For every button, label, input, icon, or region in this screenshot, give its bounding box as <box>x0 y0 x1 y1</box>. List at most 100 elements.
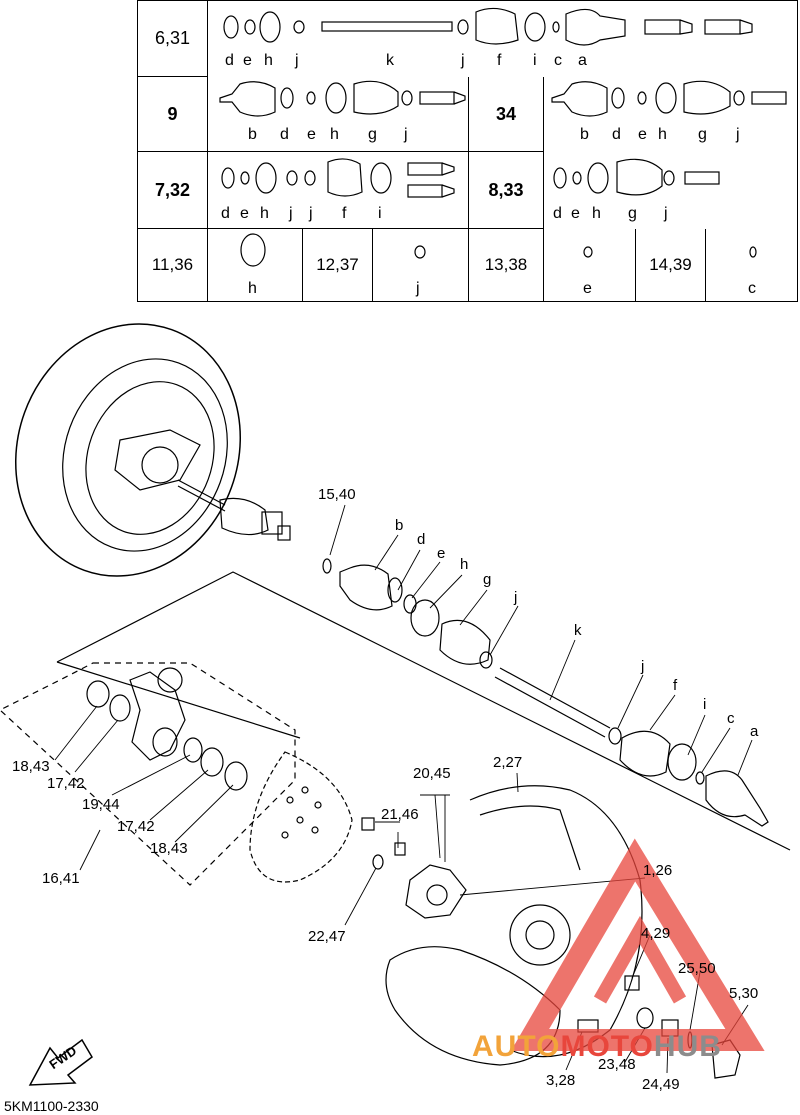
callout-k: k <box>574 622 582 639</box>
legend-letter: d <box>221 205 230 222</box>
callout-24-49: 24,49 <box>642 1076 680 1093</box>
callout-b: b <box>395 517 404 534</box>
callout-a: a <box>750 723 759 740</box>
legend-letter: g <box>368 126 377 143</box>
legend-letter: e <box>307 126 316 143</box>
legend-letter: c <box>748 280 756 297</box>
watermark-auto: AUTO <box>472 1030 561 1063</box>
automotohub-watermark-logo <box>510 838 765 1051</box>
callout-17-42: 17,42 <box>47 775 85 792</box>
legend-qty-8-33: 8,33 <box>469 152 544 229</box>
legend-qty-13-38: 13,38 <box>469 229 544 302</box>
callout-d: d <box>417 531 426 548</box>
fwd-arrow <box>28 1038 93 1086</box>
legend-letter: f <box>497 52 502 69</box>
callout-16-41: 16,41 <box>42 870 80 887</box>
automotohub-watermark: AUTOMOTOHUB <box>472 1030 722 1064</box>
legend-row4-circlip-e <box>583 246 593 258</box>
legend-letter: j <box>416 280 420 297</box>
legend-letter: h <box>264 52 273 69</box>
legend-letter: j <box>404 126 408 143</box>
front-tire-assembly <box>14 323 291 577</box>
brake-disc <box>249 751 353 883</box>
legend-row4-clamp-h <box>240 233 266 267</box>
legend-letter: d <box>553 205 562 222</box>
legend-qty-9: 9 <box>138 77 208 152</box>
legend-letter: b <box>248 126 257 143</box>
callout-c: c <box>727 710 735 727</box>
legend-letter: e <box>240 205 249 222</box>
legend-letter: b <box>580 126 589 143</box>
drive-shaft-parts <box>322 558 769 827</box>
legend-letter: d <box>225 52 234 69</box>
legend-qty-7-32: 7,32 <box>138 152 208 229</box>
callout-j: j <box>514 589 518 606</box>
callout-23-48: 23,48 <box>598 1056 636 1073</box>
callout-j-2: j <box>641 658 645 675</box>
legend-qty-34: 34 <box>469 77 544 152</box>
legend-letter: e <box>583 280 592 297</box>
knuckle-parts <box>86 667 248 791</box>
legend-letter: e <box>638 126 647 143</box>
legend-letter: h <box>248 280 257 297</box>
legend-letter: j <box>295 52 299 69</box>
legend-letter: g <box>628 205 637 222</box>
callout-5-30: 5,30 <box>729 985 759 1002</box>
legend-letter: e <box>243 52 252 69</box>
legend-row3-parts <box>221 158 720 198</box>
legend-letter: j <box>461 52 465 69</box>
callout-i: i <box>703 696 707 713</box>
callout-e: e <box>437 545 446 562</box>
callout-18-43: 18,43 <box>12 758 50 775</box>
callout-1-26: 1,26 <box>643 862 673 879</box>
legend-letter: i <box>533 52 537 69</box>
legend-letter: j <box>736 126 740 143</box>
kit-bracket-line <box>56 571 791 851</box>
watermark-hub: HUB <box>653 1030 722 1063</box>
legend-letter: h <box>592 205 601 222</box>
leader-lines <box>54 504 753 1074</box>
callout-25-50: 25,50 <box>678 960 716 977</box>
legend-row2-parts <box>219 80 787 117</box>
watermark-moto: MOTO <box>560 1030 654 1063</box>
legend-letter: h <box>330 126 339 143</box>
legend-cell-e <box>544 229 636 302</box>
legend-letter: j <box>664 205 668 222</box>
legend-cell-7-32 <box>208 152 469 229</box>
legend-letter: d <box>612 126 621 143</box>
knuckle-kit-dashed-box <box>0 662 296 886</box>
callout-15-40: 15,40 <box>318 486 356 503</box>
legend-letter: i <box>378 205 382 222</box>
legend-letter: h <box>260 205 269 222</box>
legend-letter: j <box>289 205 293 222</box>
callout-18-43-b: 18,43 <box>150 840 188 857</box>
legend-row4-ring-c <box>749 246 757 258</box>
callout-3-28: 3,28 <box>546 1072 576 1089</box>
callout-h: h <box>460 556 469 573</box>
legend-cell-j <box>373 229 469 302</box>
wheel-hub <box>361 817 467 919</box>
legend-row1-parts <box>223 7 753 46</box>
parts-legend-table: 6,31 9 34 7,32 8,33 11,36 12,37 13,38 14… <box>137 0 798 302</box>
legend-qty-11-36: 11,36 <box>138 229 208 302</box>
diagram-code: 5KM1100-2330 <box>4 1098 99 1114</box>
legend-cell-9 <box>208 77 469 152</box>
legend-letter: d <box>280 126 289 143</box>
legend-letter: g <box>698 126 707 143</box>
callout-20-45: 20,45 <box>413 765 451 782</box>
legend-cell-h <box>208 229 303 302</box>
callout-2-27: 2,27 <box>493 754 523 771</box>
legend-letter: j <box>309 205 313 222</box>
legend-letter: a <box>578 52 587 69</box>
callout-f: f <box>673 677 678 694</box>
callout-g: g <box>483 571 492 588</box>
legend-qty-6-31: 6,31 <box>138 1 208 77</box>
legend-qty-12-37: 12,37 <box>303 229 373 302</box>
callout-4-29: 4,29 <box>641 925 671 942</box>
callout-21-46: 21,46 <box>381 806 419 823</box>
legend-letter: c <box>554 52 562 69</box>
legend-letter: h <box>658 126 667 143</box>
legend-letter: e <box>571 205 580 222</box>
callout-19-44: 19,44 <box>82 796 120 813</box>
